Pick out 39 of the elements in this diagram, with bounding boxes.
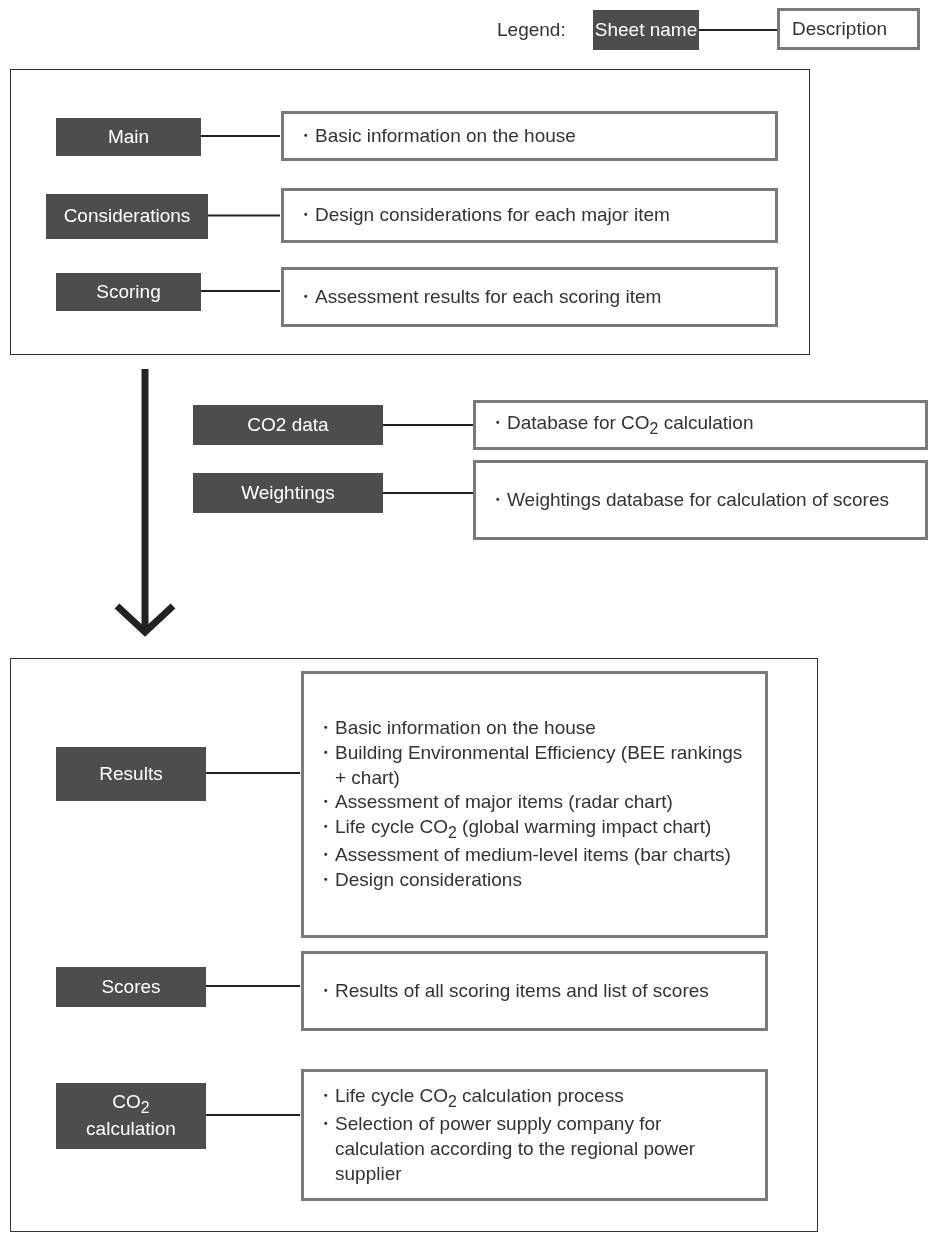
sheet-name-box: CO$_{2}$ calculation xyxy=(56,1083,206,1149)
description-box xyxy=(473,400,928,450)
description-text: ・Selection of power supply company for calculation according to the regional power supplier xyxy=(316,1112,697,1186)
description-text: ・Assessment of major items (radar chart) xyxy=(316,790,674,815)
description-box xyxy=(301,671,768,938)
sheet-name-box: CO2 data xyxy=(193,405,383,445)
description-text: ・Database for CO$_{2}$ calculation xyxy=(488,410,755,439)
sheet-name-box: Scores xyxy=(56,967,206,1007)
description-text: ・Results of all scoring items and list of scores xyxy=(316,978,710,1003)
sheet-name-box: Results xyxy=(56,747,206,801)
description-text: ・Basic information on the house xyxy=(296,123,577,148)
sheet-name-box: Main xyxy=(56,118,201,156)
description-text: ・Weightings database for calculation of scores xyxy=(488,487,890,512)
description-box xyxy=(473,460,928,540)
description-text: ・Assessment results for each scoring item xyxy=(296,284,663,309)
sheet-name-box: Considerations xyxy=(46,194,208,239)
description-text: Description xyxy=(792,16,889,41)
connector-line xyxy=(698,29,778,31)
description-text: ・Design considerations for each major item xyxy=(296,203,671,228)
description-box xyxy=(281,267,778,327)
description-text: ・Life cycle CO$_{2}$ calculation process xyxy=(316,1083,625,1112)
group-frame xyxy=(10,69,810,355)
sheet-name-box: Weightings xyxy=(193,473,383,513)
description-text: ・Building Environmental Efficiency (BEE rankings + chart) xyxy=(316,740,744,790)
description-text: ・Assessment of medium-level items (bar charts) xyxy=(316,843,732,868)
description-text: ・Basic information on the house xyxy=(316,716,597,741)
description-text: ・Design considerations xyxy=(316,868,523,893)
group-frame xyxy=(10,658,818,1232)
description-box xyxy=(301,1069,768,1201)
description-text: ・Life cycle CO$_{2}$ (global warming impact chart) xyxy=(316,815,713,843)
connector-line xyxy=(382,424,474,426)
sheet-name-box: Scoring xyxy=(56,273,201,311)
heading-text: Legend: xyxy=(497,19,566,41)
description-box xyxy=(281,188,778,243)
sheet-name-box: Sheet name xyxy=(593,10,699,50)
connector-line xyxy=(382,492,474,494)
description-box xyxy=(777,8,920,50)
description-box xyxy=(281,111,778,161)
description-box xyxy=(301,951,768,1031)
